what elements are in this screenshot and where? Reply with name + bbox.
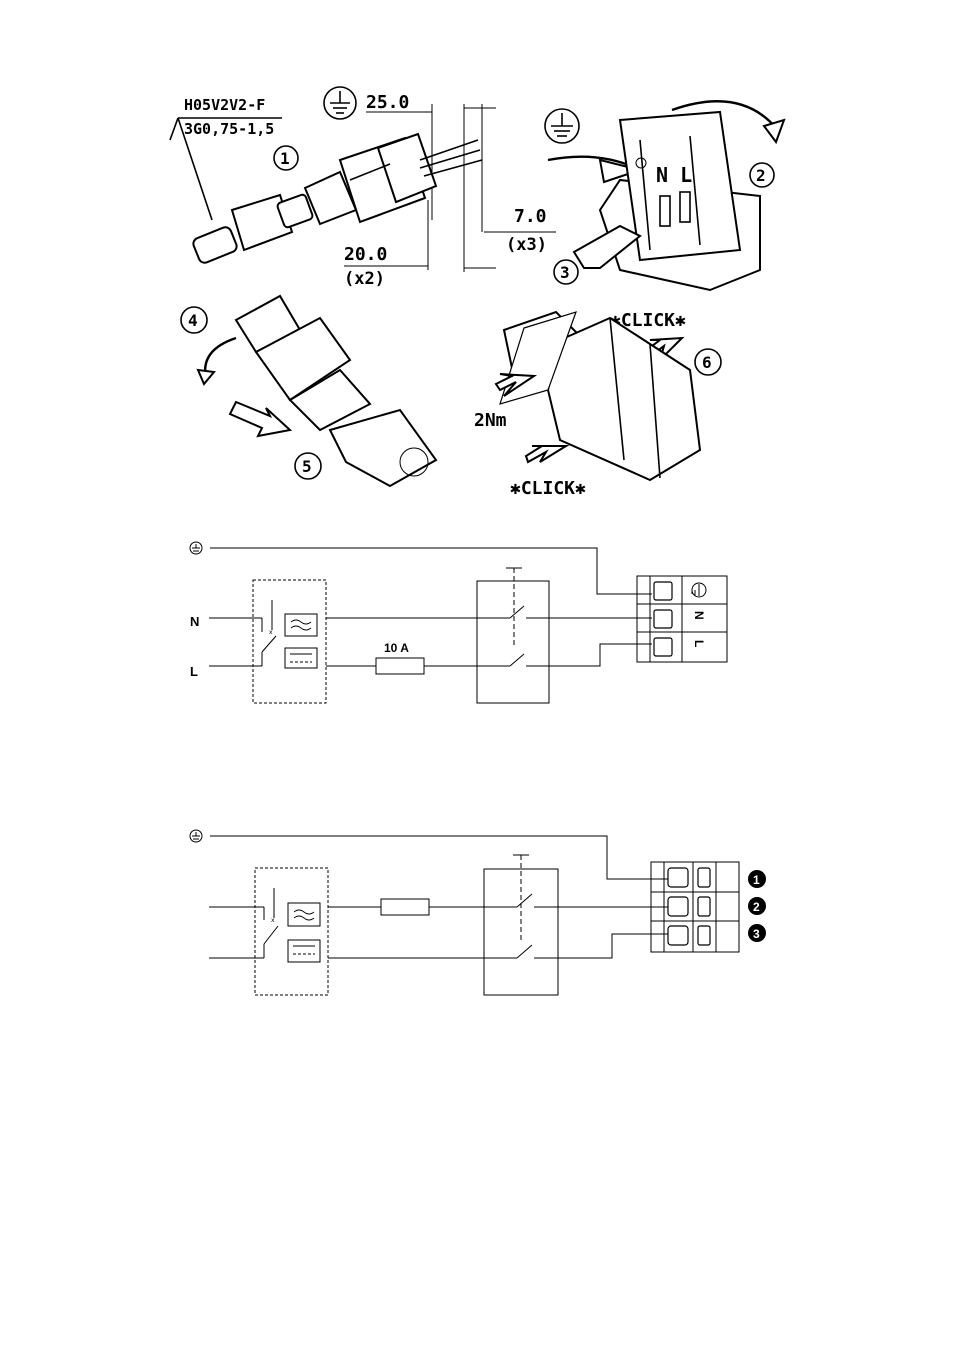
terminal-n-label: N [692,611,706,620]
dc-symbol-box [287,939,321,963]
cable-section-label: 3G0,75-1,5 [184,120,274,138]
step-badge-5 [294,452,322,480]
isolator-switch-box [476,580,550,704]
svg-text:5: 5 [302,457,312,476]
svg-text:3: 3 [560,263,570,282]
wiring-diagram-bottom: x 1 2 [189,829,766,996]
input-l-label: L [190,664,198,679]
earth-icon [189,829,203,843]
step-badge-6 [694,348,722,376]
earth-icon [189,541,203,555]
click-label-bottom: ✱CLICK✱ [510,478,586,499]
strip-count-label: (x3) [506,235,547,255]
terminal-block-body [618,110,742,262]
input-n-label: N [190,614,199,629]
dc-symbol-box [284,647,318,669]
svg-text:6: 6 [702,353,712,372]
click-label-top: ✱CLICK✱ [610,310,686,331]
svg-text:x: x [269,629,273,636]
fuse [375,657,425,675]
conductor-count-label: (x2) [344,269,385,289]
cable-leader-line [177,117,213,221]
earth-strip-length: 25.0 [366,92,409,113]
fuse-rating-label: 10 A [384,641,409,655]
cable-assembly-drawing [192,132,483,264]
terminal-earth-icon [691,582,707,598]
step-2-3-terminal-wiring: N L 2 3 [544,100,786,292]
isolator-switch-box [483,868,559,996]
svg-text:2: 2 [756,166,766,185]
fuse [380,898,430,916]
connector-body [546,316,702,482]
terminal-markings: N L [656,163,692,187]
terminal-number-2: 2 [748,897,766,915]
ac-symbol-box [287,902,321,927]
torque-arrow [494,373,538,397]
step-4-5-assembly: 4 5 [180,294,438,488]
cable-type-label: H05V2V2-F [184,96,265,114]
svg-text:1: 1 [280,149,290,168]
torque-value: 2Nm [474,410,507,431]
terminal-number-1: 1 [748,870,766,888]
conductor-length-label: 20.0 [344,244,387,265]
terminal-l-label: L [692,640,706,647]
step-badge-3 [553,259,579,285]
svg-text:4: 4 [188,311,198,330]
earth-icon [323,86,357,120]
step-badge-2 [749,162,775,188]
step-1-cable-stripping: H05V2V2-F 3G0,75-1,5 1 25.0 [169,86,556,289]
supply-unit-box [252,579,327,704]
terminal-strip [650,861,740,953]
svg-text:1: 1 [753,873,760,887]
step-6-tighten-click: ✱CLICK✱ 6 2Nm ✱CLICK✱ [474,310,722,499]
step-badge-4 [180,306,208,334]
svg-text:3: 3 [753,927,760,941]
push-arrow [228,400,293,438]
step-badge-1 [273,145,299,171]
earth-icon [544,108,580,144]
insert-arrow [572,224,642,269]
residual-switch [261,635,277,653]
rotate-arrow [671,100,777,129]
svg-text:x: x [271,917,275,924]
residual-switch [263,925,279,945]
earth-conductor [210,835,668,880]
supply-unit-box [254,867,329,996]
terminal-number-3: 3 [748,924,766,942]
earth-conductor [210,547,652,595]
ac-symbol-box [284,613,318,637]
svg-text:2: 2 [753,900,760,914]
wiring-diagram-top: N L x 10 A [189,541,728,704]
strip-length-label: 7.0 [514,206,547,227]
